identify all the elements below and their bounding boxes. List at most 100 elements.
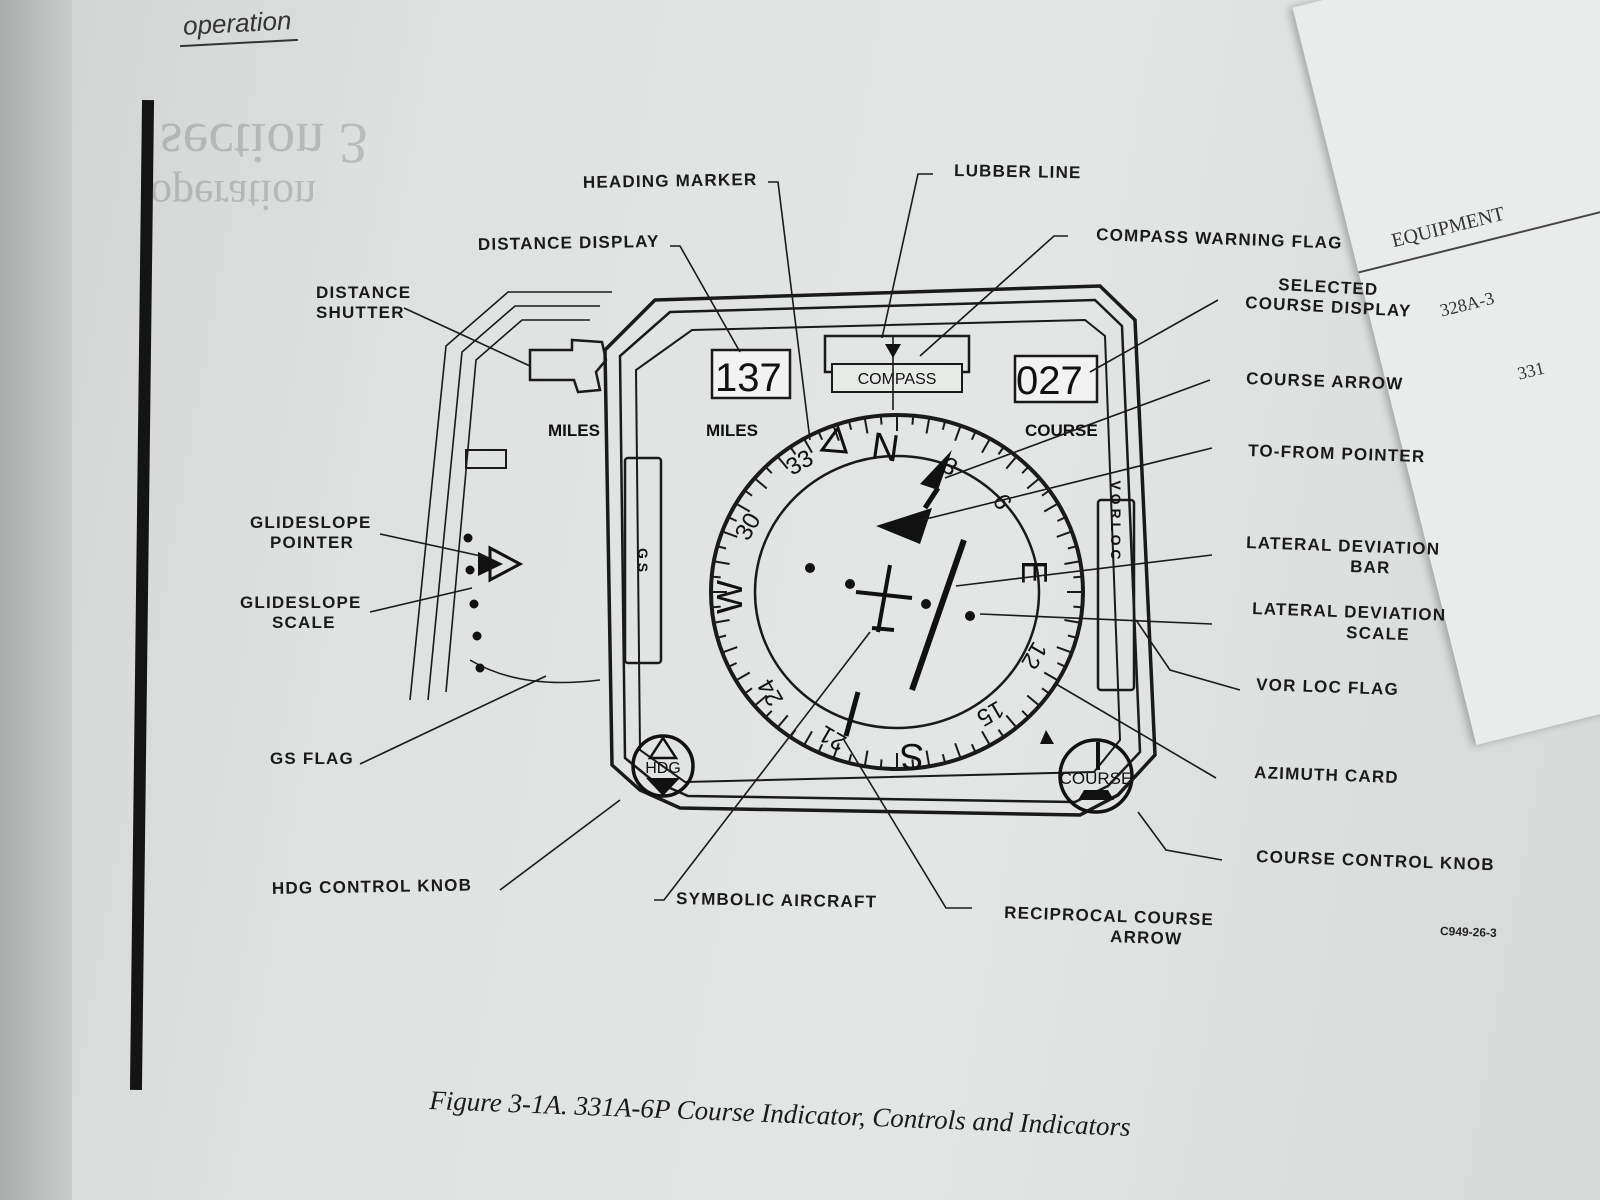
azimuth-tick: [744, 489, 753, 497]
azimuth-tick: [1041, 687, 1050, 695]
azimuth-tick: [832, 742, 840, 759]
azimuth-tick: [863, 417, 869, 434]
label-lubber-line: LUBBER LINE: [954, 161, 1082, 182]
distance-shutter: [528, 338, 608, 394]
azimuth-tick: [941, 420, 947, 430]
label-lateral-bar-2: BAR: [1350, 557, 1391, 577]
azimuth-tick: [847, 754, 853, 764]
azimuth-tick: [879, 759, 883, 769]
azimuth-tick: [925, 417, 931, 434]
azimuth-tick: [981, 730, 991, 746]
card-30: 30: [730, 508, 767, 545]
card-12: 12: [1015, 637, 1052, 674]
label-course-control-knob: COURSE CONTROL KNOB: [1256, 847, 1495, 874]
leader-lines: [359, 173, 1241, 909]
label-lateral-bar-1: LATERAL DEVIATION: [1246, 533, 1441, 559]
glideslope-scale: [463, 533, 485, 673]
azimuth-tick: [711, 575, 721, 579]
label-lateral-scale-2: SCALE: [1346, 623, 1410, 644]
azimuth-tick: [789, 446, 797, 455]
azimuth-tick: [1026, 477, 1041, 490]
azimuth-tick: [954, 425, 962, 442]
compass-flag-text: COMPASS: [858, 371, 937, 388]
course-value: 027: [1016, 359, 1083, 403]
label-distance-display: DISTANCE DISPLAY: [478, 232, 660, 254]
azimuth-tick: [1041, 489, 1050, 497]
azimuth-tick: [717, 634, 727, 639]
azimuth-tick: [1056, 516, 1066, 522]
azimuth-tick: [776, 455, 789, 470]
azimuth-tick: [735, 671, 751, 682]
callout-labels: HEADING MARKER LUBBER LINE DISTANCE DISP…: [240, 161, 1495, 949]
azimuth-tick: [1021, 710, 1030, 718]
card-e: E: [1014, 560, 1055, 584]
azimuth-tick: [847, 420, 853, 430]
compass-warning-flag: [831, 363, 963, 393]
card-w: W: [709, 580, 750, 614]
azimuth-tick: [753, 694, 768, 707]
course-arrow: [920, 450, 952, 490]
hdg-knob-bottom-triangle: [646, 778, 680, 796]
azimuth-tick: [803, 438, 813, 454]
azimuth-tick: [1043, 671, 1059, 682]
azimuth-tick: [970, 431, 977, 441]
label-reciprocal-1: RECIPROCAL COURSE: [1004, 903, 1214, 929]
label-compass-warning-flag: COMPASS WARNING FLAG: [1096, 225, 1343, 253]
left-housing: [409, 291, 612, 701]
label-glideslope-scale-1: GLIDESLOPE: [240, 593, 362, 612]
label-distance-shutter-2: SHUTTER: [316, 303, 405, 322]
label-glideslope-scale-2: SCALE: [272, 613, 336, 632]
heading-bug: [819, 424, 849, 454]
azimuth-tick: [954, 742, 962, 759]
azimuth-tick: [764, 710, 773, 718]
azimuth-tick: [721, 530, 738, 538]
azimuth-tick: [925, 750, 931, 767]
shutter-miles-text: MILES: [548, 421, 600, 440]
azimuth-tick: [713, 618, 730, 624]
course-knob-text: COURSE: [1060, 769, 1133, 788]
glideslope-pointer-inner: [478, 552, 503, 576]
azimuth-tick: [997, 446, 1005, 455]
heading-marker: [885, 344, 901, 358]
azimuth-tick: [879, 415, 883, 425]
azimuth-tick: [941, 754, 947, 764]
azimuth-tick: [832, 425, 840, 442]
azimuth-tick: [803, 730, 813, 746]
page-edge-shadow: [0, 0, 72, 1200]
label-hdg-control-knob: HDG CONTROL KNOB: [272, 876, 473, 898]
azimuth-tick: [728, 662, 738, 668]
label-heading-marker: HEADING MARKER: [583, 170, 758, 192]
azimuth-tick: [1043, 502, 1059, 513]
reciprocal-course-arrow: [843, 691, 861, 737]
azimuth-tick: [863, 750, 869, 767]
azimuth-tick: [1064, 618, 1081, 624]
to-from-pointer: [876, 508, 932, 544]
azimuth-tick: [728, 516, 738, 522]
course-window: [1013, 354, 1099, 404]
course-knob-base: [1078, 790, 1114, 800]
course-control-knob[interactable]: [1058, 738, 1134, 814]
label-glideslope-pointer-2: POINTER: [270, 533, 354, 552]
card-n: N: [869, 425, 902, 470]
azimuth-tick: [1056, 530, 1073, 538]
label-selected-course-2: COURSE DISPLAY: [1245, 293, 1412, 321]
vor-loc-flag-text: V O R L O C: [1108, 480, 1124, 559]
azimuth-tick: [1064, 560, 1081, 566]
azimuth-tick: [970, 743, 977, 753]
azimuth-tick: [776, 714, 789, 729]
azimuth-tick: [764, 466, 773, 474]
symbolic-aircraft: [855, 564, 913, 633]
azimuth-tick: [981, 438, 991, 454]
azimuth-tick: [753, 477, 768, 490]
label-lateral-scale-1: LATERAL DEVIATION: [1252, 599, 1447, 625]
azimuth-tick: [911, 759, 915, 769]
label-reciprocal-2: ARROW: [1110, 927, 1183, 949]
azimuth-tick: [1056, 646, 1073, 654]
card-24: 24: [752, 674, 789, 711]
course-label-text: COURSE: [1025, 421, 1098, 440]
label-course-arrow: COURSE ARROW: [1246, 369, 1404, 393]
azimuth-tick: [1067, 545, 1077, 550]
azimuth-tick: [1067, 634, 1077, 639]
label-distance-shutter-1: DISTANCE: [316, 283, 411, 302]
